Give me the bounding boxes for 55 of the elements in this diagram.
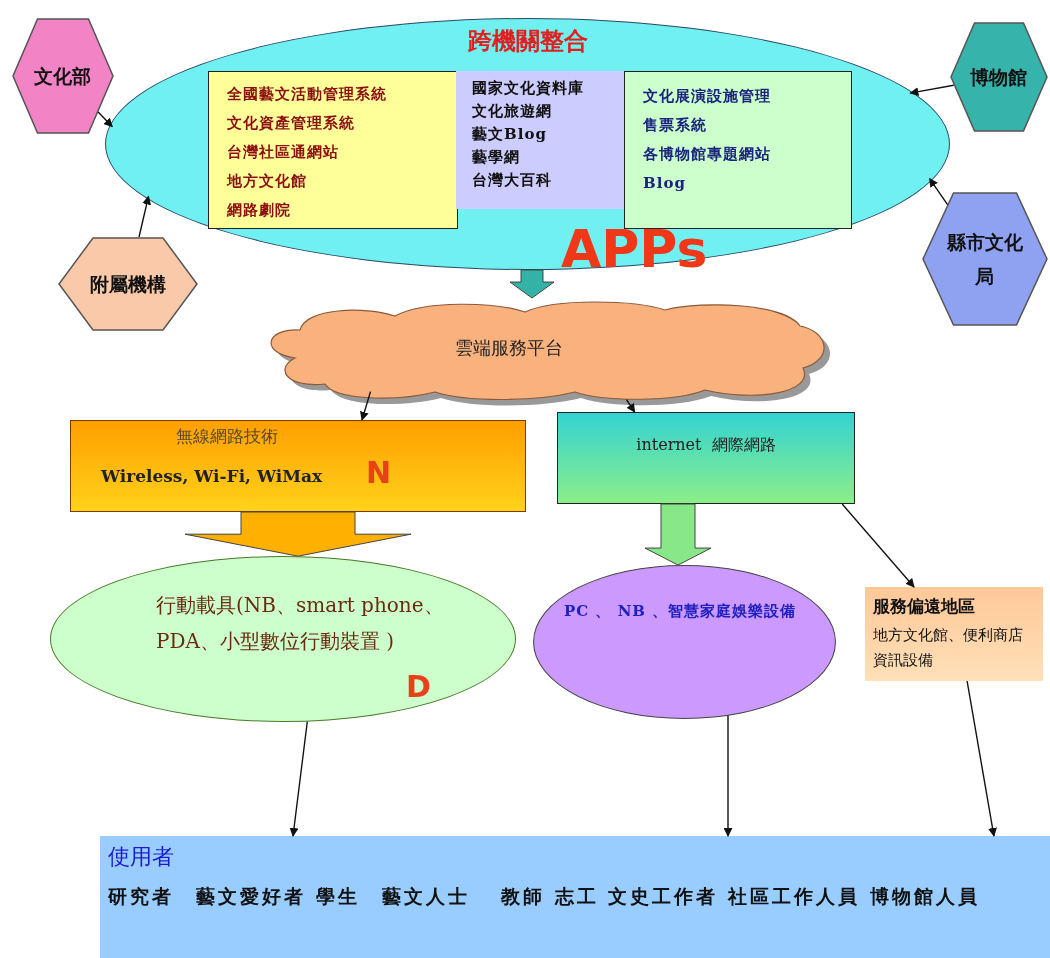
arrow [966, 680, 997, 837]
arrow [97, 111, 113, 128]
arrow [289, 720, 308, 837]
arrow [138, 195, 152, 238]
heading: 使用者 [108, 843, 174, 871]
process-box [70, 420, 526, 512]
arrow [625, 399, 636, 413]
label: 縣市文化局 [946, 230, 1024, 289]
list-item: 各博物館專題網站 [643, 144, 772, 165]
label: 無線網路技術 [176, 425, 278, 448]
letter-mark: N [366, 455, 392, 490]
list-box [456, 71, 626, 209]
list-item: 文化資產管理系統 [227, 113, 356, 134]
letter-mark: D [406, 669, 431, 704]
list-item: 藝學網 [472, 147, 521, 168]
block-arrow [184, 511, 412, 557]
block-arrow [644, 503, 712, 566]
list-item: 地方文化館 [227, 171, 308, 192]
hexagon [58, 237, 198, 331]
list-item: 網路劇院 [227, 200, 292, 221]
list-box [624, 71, 852, 229]
arrow [928, 177, 949, 206]
block-arrow [509, 269, 555, 299]
list-item: 文化展演設施管理 [643, 86, 772, 107]
label: 雲端服務平台 [455, 336, 563, 360]
list-item: 文化旅遊網 [472, 101, 553, 122]
label: internet 網際網路 [635, 435, 777, 456]
heading: 服務偏遠地區 [873, 595, 975, 618]
label: 文化部 [33, 64, 93, 89]
label: 行動載具(NB、smart phone、PDA、小型數位行動裝置 ) [156, 592, 445, 655]
list-item: 台灣社區通網站 [227, 142, 340, 163]
label: PC 、 NB 、智慧家庭娛樂設備 [564, 601, 798, 622]
arrow [723, 715, 733, 837]
list-item: 台灣大百科 [472, 170, 553, 191]
users-panel [100, 836, 1050, 958]
label: 博物館 [969, 65, 1029, 90]
list-item: Blog [643, 173, 687, 194]
list-item: 全國藝文活動管理系統 [227, 84, 388, 105]
process-box [557, 412, 855, 504]
label: 地方文化館、便利商店資訊設備 [873, 625, 1023, 671]
list-box [208, 71, 458, 229]
label: 附屬機構 [89, 272, 167, 297]
list-item: 藝文Blog [472, 124, 548, 145]
arrow [841, 503, 915, 588]
arrow [360, 390, 372, 421]
hexagon [922, 192, 1048, 326]
list-item: 國家文化資料庫 [472, 78, 585, 99]
arrow [909, 84, 955, 97]
heading: 跨機關整合 [466, 26, 589, 57]
heading: APPs [561, 219, 708, 279]
label: Wireless, Wi-Fi, WiMax [101, 466, 323, 486]
hexagon [12, 18, 114, 134]
list-item: 售票系統 [643, 115, 708, 136]
label: 研究者 藝文愛好者 學生 藝文人士 教師 志工 文史工作者 社區工作人員 博物館人員 [108, 884, 981, 909]
note-box [865, 587, 1043, 681]
